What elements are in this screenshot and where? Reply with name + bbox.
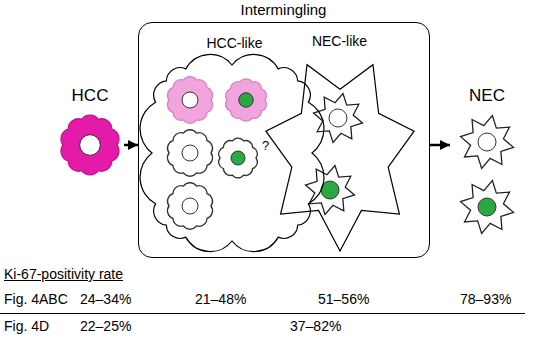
table-cell: 22–25% [80,318,131,334]
cell-nucleus [182,92,198,108]
cell-nucleus [321,181,339,199]
table-cell: Fig. 4ABC [4,291,68,307]
flow-arrow [430,144,450,147]
cell-nucleus [182,198,198,214]
cell-nucleus [231,151,245,165]
hcc-cell [167,77,212,124]
cell-nucleus [182,145,198,161]
hcc-cell [226,79,267,121]
flow-arrow [124,144,138,147]
table-cell: 21–48% [195,291,246,307]
cell-region: NEC-like [262,33,418,255]
node-label: NEC [469,86,505,106]
cell-group [61,77,513,234]
cloud-outline [140,54,324,251]
cell-nucleus [80,135,101,156]
node-label: HCC [72,86,109,106]
cell-stage: NEC [450,84,524,244]
star-outline [262,33,418,255]
hcc-cell [167,183,212,230]
cell-nucleus [329,109,347,127]
hcc-cell [61,115,119,175]
nec-cell [461,116,514,169]
node-label: NEC-like [312,33,367,49]
question-mark: ? [262,139,269,154]
table-cell: 37–82% [290,318,341,334]
table-rule [0,313,525,314]
node-label: Intermingling [241,1,327,18]
table-cell: 51–56% [318,291,369,307]
cell-stage: HCC [56,84,124,180]
cell-region: HCC-like [145,35,325,257]
cell-nucleus [239,93,253,107]
node-label: HCC-like [207,35,263,51]
nec-cell [306,166,355,215]
group-box: InterminglingHCC-likeNEC-like [138,22,430,258]
table-heading: Ki-67-positivity rate [4,266,123,282]
nec-cell [461,181,514,234]
nec-cell [314,94,363,143]
table-cell: Fig. 4D [4,318,49,334]
star-outline [265,64,413,250]
table-cell: 24–34% [80,291,131,307]
table-cell: 78–93% [460,291,511,307]
cloud-outline [145,35,325,257]
cell-nucleus [478,198,496,216]
cell-nucleus [478,133,496,151]
hcc-cell [219,138,258,178]
hcc-cell [167,130,212,177]
